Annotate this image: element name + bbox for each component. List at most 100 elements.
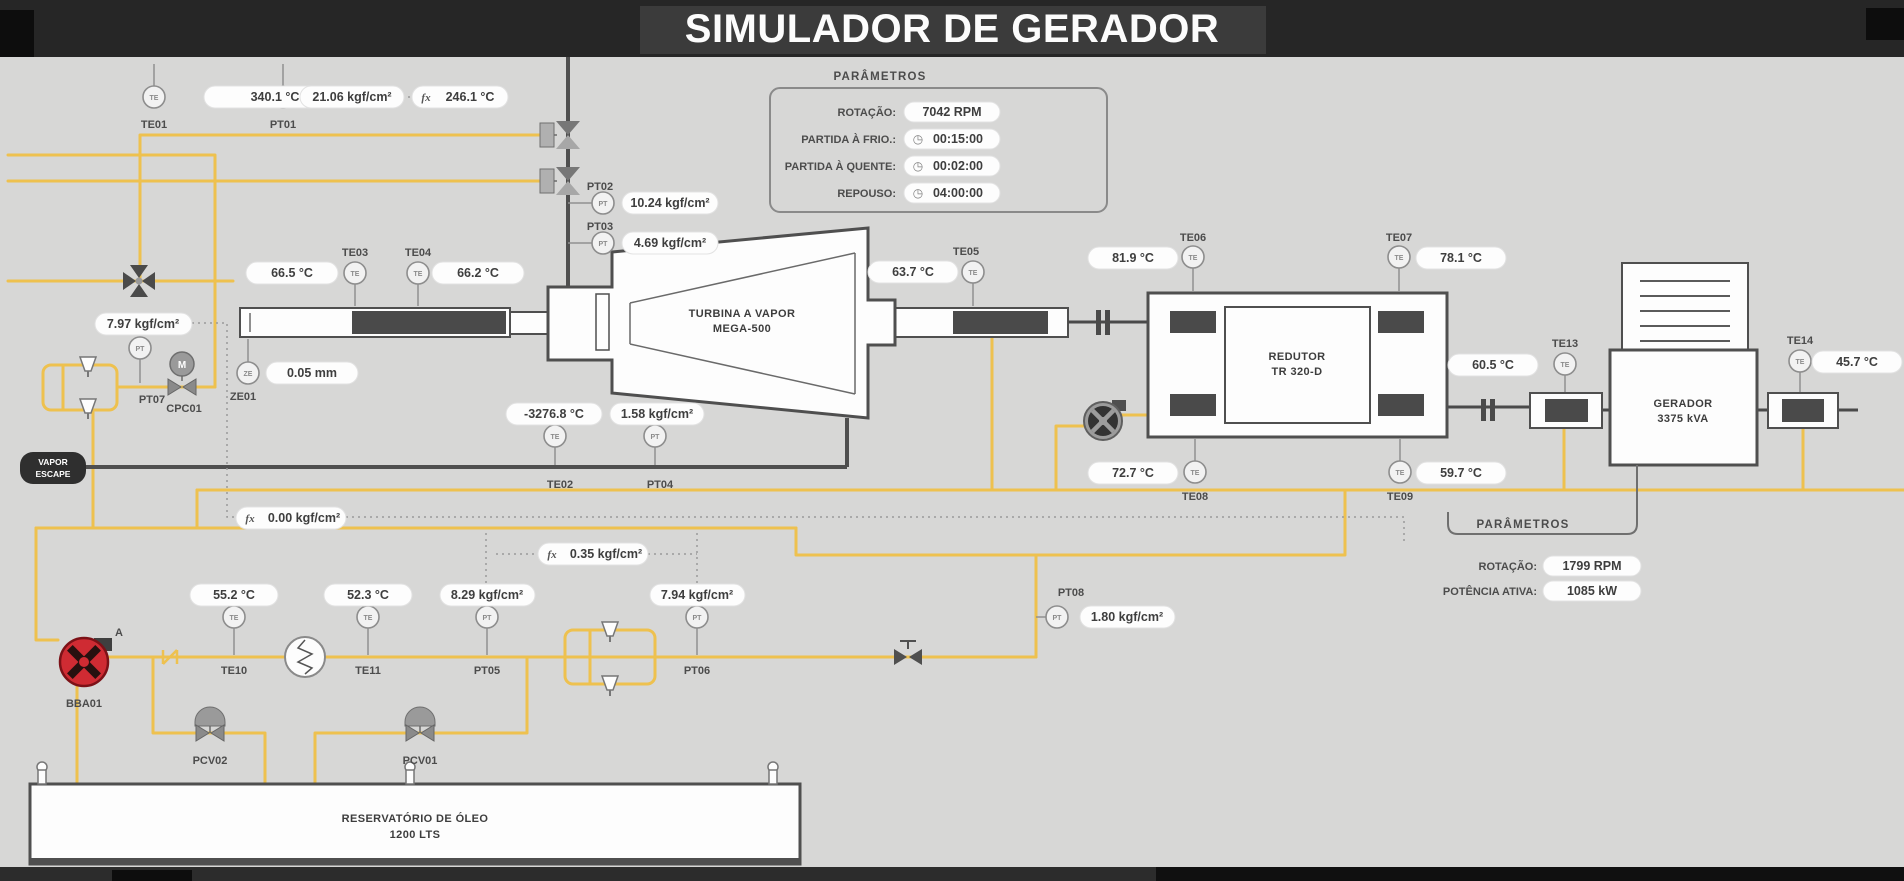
- partida-quente-pill[interactable]: ◷00:02:00: [903, 155, 1001, 177]
- svg-text:45.7 °C: 45.7 °C: [1836, 355, 1878, 369]
- svg-text:04:00:00: 04:00:00: [933, 186, 983, 200]
- te04-instrument: TE TE04: [405, 247, 432, 306]
- gearbox-label-line2: TR 320-D: [1272, 366, 1323, 378]
- coupling1-bar: [1096, 310, 1101, 335]
- repouso-pill[interactable]: ◷04:00:00: [903, 182, 1001, 204]
- svg-text:1.58 kgf/cm²: 1.58 kgf/cm²: [621, 407, 693, 421]
- te01-instrument: TE TE01: [141, 64, 167, 131]
- cpc01-body-right: [182, 378, 197, 396]
- oil-piping: [6, 133, 1904, 786]
- te08-value-pill: 72.7 °C: [1087, 461, 1179, 485]
- svg-text:TE: TE: [1191, 470, 1200, 477]
- steam-valve-1[interactable]: [539, 121, 580, 149]
- svg-text:PT: PT: [1053, 615, 1063, 622]
- pcv02-valve[interactable]: [194, 706, 226, 742]
- svg-text:8.29 kgf/cm²: 8.29 kgf/cm²: [451, 588, 523, 602]
- svg-text:60.5 °C: 60.5 °C: [1472, 358, 1514, 372]
- gearbox-inner-box: [1224, 306, 1371, 424]
- svg-text:TE: TE: [364, 615, 373, 622]
- cross-valve-bottom: [130, 284, 148, 297]
- generator-params-connector: [1447, 465, 1638, 535]
- manual-valve[interactable]: [894, 640, 922, 665]
- te06-value-pill: 81.9 °C: [1087, 246, 1179, 270]
- svg-text:0.35 kgf/cm²: 0.35 kgf/cm²: [570, 547, 642, 561]
- dp1-signal-right: [346, 516, 1405, 543]
- svg-text:PT01: PT01: [270, 119, 296, 131]
- svg-text:PT06: PT06: [684, 665, 710, 677]
- svg-text:TE06: TE06: [1180, 232, 1206, 244]
- te02-value-pill: -3276.8 °C: [505, 402, 603, 426]
- svg-text:TE: TE: [230, 615, 239, 622]
- bba01-pump[interactable]: [56, 634, 113, 691]
- vapor-escape-line1: VAPOR: [38, 457, 68, 467]
- svg-text:TE: TE: [1561, 362, 1570, 369]
- svg-text:TE: TE: [1189, 255, 1198, 262]
- fan-nub: [1112, 400, 1126, 411]
- cpc01-label: CPC01: [166, 403, 201, 415]
- steam-valve-1-body-top: [556, 121, 580, 135]
- pcv01-valve[interactable]: [404, 706, 436, 742]
- repouso-label: REPOUSO:: [837, 188, 896, 200]
- svg-text:246.1 °C: 246.1 °C: [446, 90, 495, 104]
- nozzle: [37, 769, 47, 785]
- cross-valve-right: [142, 272, 155, 290]
- svg-text:TE10: TE10: [221, 665, 247, 677]
- cooler-body: [284, 636, 326, 678]
- partida-fria-pill[interactable]: ◷00:15:00: [903, 128, 1001, 150]
- pt02-value-pill: 10.24 kgf/cm²: [621, 191, 719, 215]
- turbine-left-neck: [509, 311, 551, 335]
- svg-text:TE: TE: [414, 271, 423, 278]
- oil-reservoir: RESERVATÓRIO DE ÓLEO 1200 LTS: [28, 761, 802, 866]
- parameters-panel-generator: PARÂMETROS ROTAÇÃO: 1799 RPM POTÊNCIA AT…: [1443, 465, 1642, 602]
- pcv01-body-left: [405, 724, 420, 742]
- svg-text:00:15:00: 00:15:00: [933, 132, 983, 146]
- pt07-instrument: PT PT07: [128, 336, 165, 406]
- pt06-value-pill: 7.94 kgf/cm²: [649, 583, 746, 607]
- cross-valve[interactable]: [123, 265, 155, 297]
- cpc01-valve[interactable]: M: [167, 351, 197, 396]
- steam-valve-1-body-bottom: [556, 135, 580, 149]
- svg-text:TE: TE: [150, 95, 159, 102]
- svg-text:TE02: TE02: [547, 479, 573, 491]
- reservoir-nozzles: [36, 761, 779, 785]
- te05-value-pill: 63.7 °C: [867, 260, 959, 284]
- filter-element-icon: [600, 621, 620, 642]
- svg-text:PT04: PT04: [647, 479, 674, 491]
- oil-cooler: [284, 636, 326, 678]
- header-left-block: [0, 10, 34, 57]
- pcv01-body-right: [420, 724, 435, 742]
- svg-text:TE08: TE08: [1182, 491, 1208, 503]
- parameters-panel-top: PARÂMETROS ROTAÇÃO: 7042 RPM PARTIDA À F…: [769, 70, 1108, 213]
- bearing-block: [1170, 311, 1216, 333]
- pt04-value-pill: 1.58 kgf/cm²: [609, 402, 705, 426]
- generator-label-line1: GERADOR: [1653, 398, 1712, 410]
- lube-fan[interactable]: [1082, 400, 1126, 442]
- filter-element-icon: [78, 356, 98, 377]
- turbine-internals: [629, 252, 856, 395]
- svg-text:55.2 °C: 55.2 °C: [213, 588, 255, 602]
- turbine-label-line2: MEGA-500: [713, 323, 771, 335]
- svg-text:PT02: PT02: [587, 181, 613, 193]
- te08-instrument: TE TE08: [1182, 439, 1208, 503]
- parameters-top-box: [769, 87, 1108, 213]
- pt01-value-pill: 21.06 kgf/cm²: [299, 85, 405, 109]
- ze01-value-pill: 0.05 mm: [265, 361, 359, 385]
- dp1-signal-left: [192, 322, 236, 518]
- duplex-filter-left: [41, 356, 119, 419]
- svg-text:TE: TE: [551, 434, 560, 441]
- svg-text:66.2 °C: 66.2 °C: [457, 266, 499, 280]
- coupling2-bar: [1481, 399, 1486, 421]
- svg-text:ZE: ZE: [244, 371, 253, 378]
- te07-instrument: TE TE07: [1386, 232, 1412, 291]
- gen-rotacao-pill: 1799 RPM: [1542, 555, 1642, 577]
- footer-left-block: [112, 870, 192, 881]
- filter-element-icon: [78, 398, 98, 419]
- steam-valve-2[interactable]: [539, 167, 580, 195]
- partida-fria-label: PARTIDA À FRIO.:: [801, 133, 896, 146]
- te02-instrument: TE TE02: [543, 424, 573, 491]
- steam-valve-2-actuator: [539, 168, 555, 194]
- turbine-inlet-rod: [595, 293, 610, 351]
- cross-valve-hub: [135, 277, 143, 285]
- svg-text:PT: PT: [693, 615, 703, 622]
